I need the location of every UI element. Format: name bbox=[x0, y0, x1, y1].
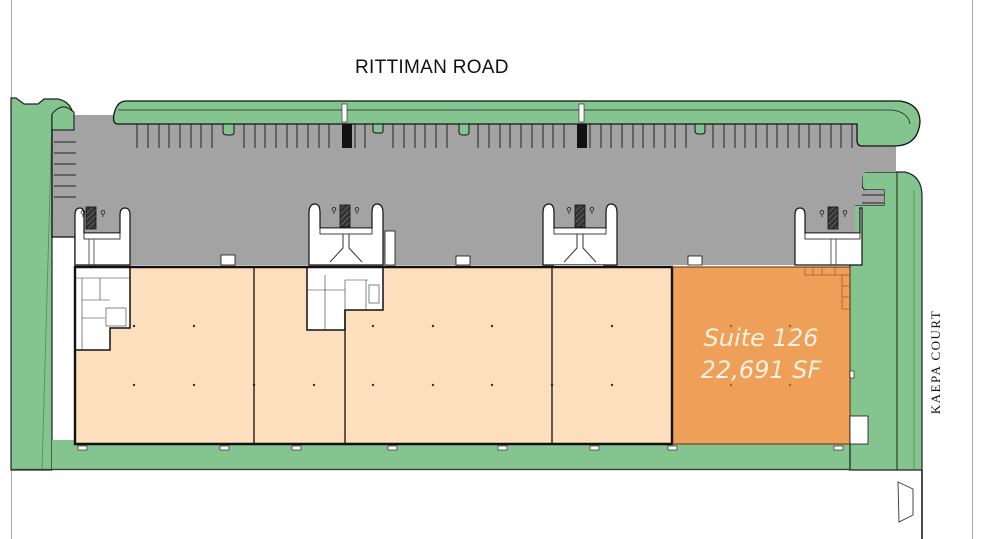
street-label-east: KAEPA COURT bbox=[928, 309, 943, 415]
entry-courtyard-east: ⚲⚲ bbox=[794, 206, 863, 266]
monument-sign bbox=[897, 481, 914, 523]
suite-126-label[interactable]: Suite 126 22,691 SF bbox=[672, 322, 850, 386]
parking-lot bbox=[52, 115, 896, 265]
svg-text:⚲: ⚲ bbox=[354, 206, 360, 215]
accessible-stall bbox=[577, 124, 587, 148]
street-label-north: RITTIMAN ROAD bbox=[355, 57, 509, 78]
svg-text:⚲: ⚲ bbox=[842, 209, 848, 218]
entry-courtyard-west: ⚲⚲ bbox=[74, 206, 131, 266]
parking-stalls-north bbox=[136, 124, 853, 148]
bay-4[interactable] bbox=[552, 267, 672, 444]
parking-stalls-west bbox=[54, 141, 76, 198]
suite-name: Suite 126 bbox=[703, 324, 819, 352]
suite-126-bay[interactable] bbox=[672, 267, 850, 444]
svg-text:⚲: ⚲ bbox=[100, 209, 106, 218]
accessible-stall bbox=[342, 124, 352, 148]
svg-text:⚲: ⚲ bbox=[566, 206, 572, 215]
entry-courtyard-2: ⚲⚲ bbox=[308, 203, 396, 266]
svg-text:⚲: ⚲ bbox=[331, 206, 337, 215]
suite-area: 22,691 SF bbox=[700, 356, 822, 384]
entry-courtyard-3: ⚲⚲ bbox=[542, 203, 618, 274]
building bbox=[73, 265, 869, 446]
svg-text:⚲: ⚲ bbox=[80, 209, 86, 218]
svg-text:⚲: ⚲ bbox=[819, 209, 825, 218]
svg-text:⚲: ⚲ bbox=[589, 206, 595, 215]
landscape-north-median bbox=[112, 100, 921, 147]
